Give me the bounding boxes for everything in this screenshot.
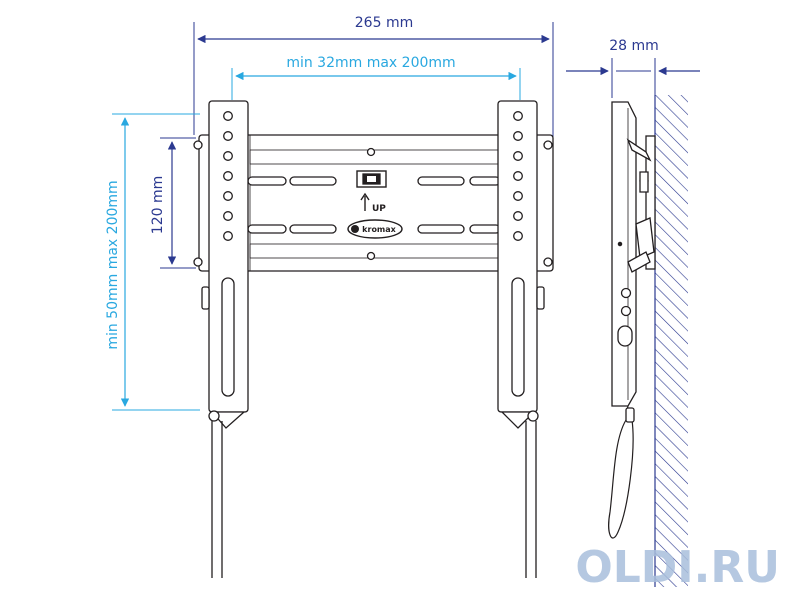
right-vertical-arm bbox=[497, 100, 545, 578]
total-width-label: 265 mm bbox=[355, 15, 413, 31]
vertical-spacing-label: 120 mm bbox=[150, 176, 166, 234]
brand-logo-text: kromax bbox=[362, 225, 396, 234]
vesa-vertical-label: min 50mm max 200mm bbox=[105, 180, 121, 349]
dimension-vertical-spacing: 120 mm bbox=[150, 137, 196, 269]
wall bbox=[654, 95, 688, 587]
bracket-side-view bbox=[608, 101, 656, 539]
brand-logo: kromax bbox=[347, 219, 403, 239]
up-indicator: UP bbox=[360, 192, 386, 214]
up-label: UP bbox=[372, 204, 386, 214]
vesa-horizontal-label: min 32mm max 200mm bbox=[286, 55, 455, 71]
dimension-wall-distance: 28 mm bbox=[566, 38, 700, 98]
left-vertical-arm bbox=[201, 100, 249, 578]
wall-distance-label: 28 mm bbox=[609, 38, 659, 54]
dimension-vesa-horizontal: min 32mm max 200mm bbox=[231, 55, 521, 100]
dimension-vesa-vertical: min 50mm max 200mm bbox=[105, 113, 200, 411]
wall-plate bbox=[198, 134, 554, 272]
watermark: OLDI.RU bbox=[575, 542, 780, 593]
